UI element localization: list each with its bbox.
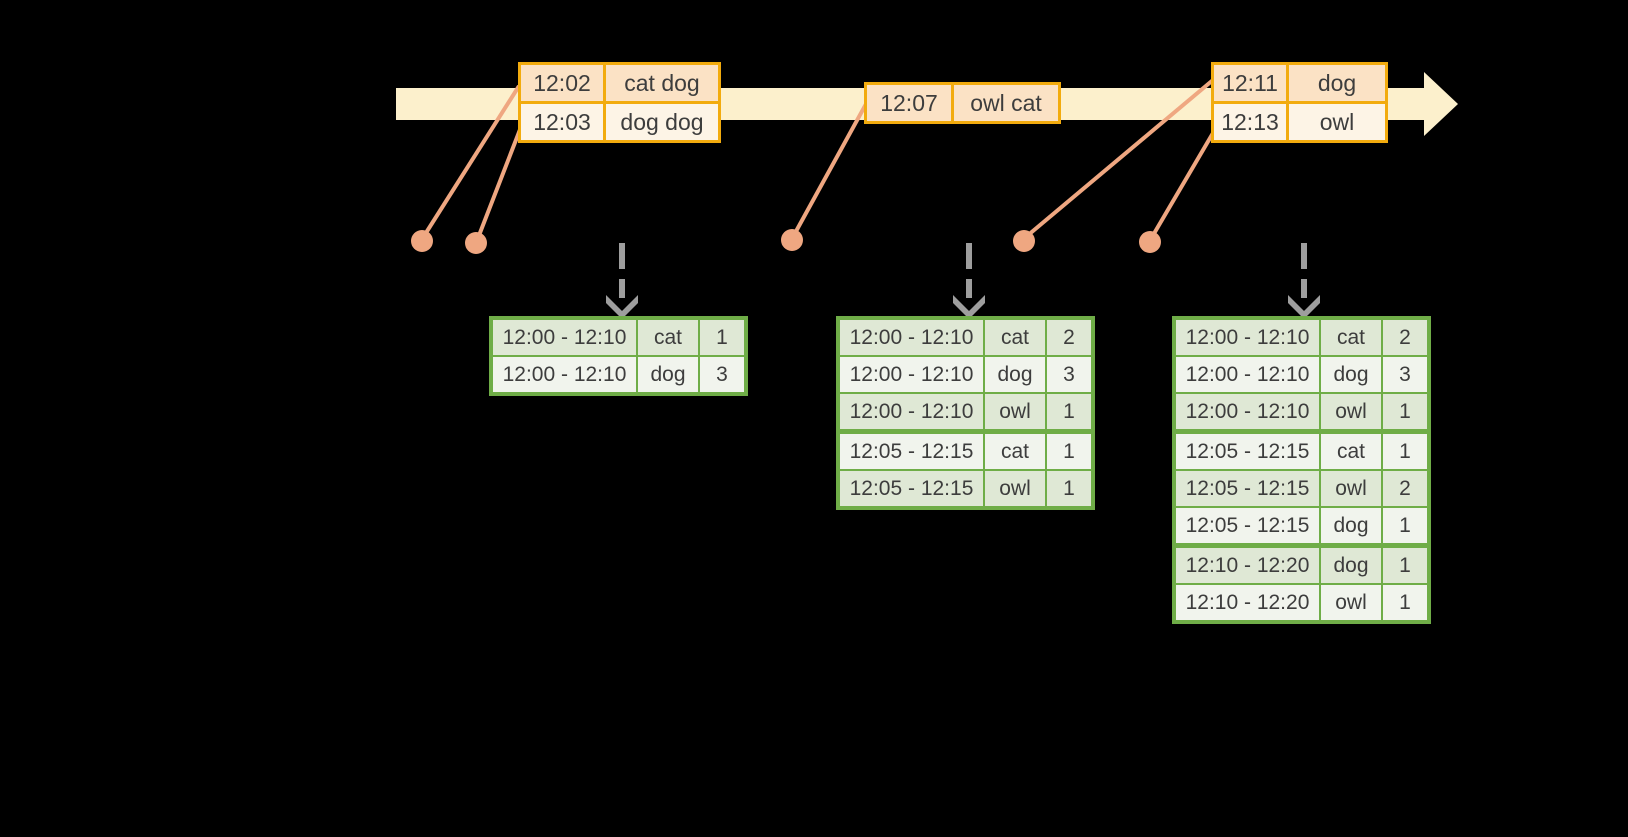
result-word-cell: cat <box>985 320 1045 355</box>
result-window-cell: 12:00 - 12:10 <box>1176 357 1319 392</box>
result-count-cell: 3 <box>700 357 744 392</box>
result-word-cell: dog <box>638 357 698 392</box>
event-connector-line <box>476 126 523 239</box>
result-word-cell: cat <box>638 320 698 355</box>
result-count-cell: 1 <box>700 320 744 355</box>
timeline-arrowhead-icon <box>1424 72 1458 136</box>
event-time-cell: 12:03 <box>521 104 603 140</box>
result-window-cell: 12:05 - 12:15 <box>840 471 983 506</box>
event-time-cell: 12:02 <box>521 65 603 101</box>
result-count-cell: 1 <box>1047 434 1091 469</box>
result-window-cell: 12:10 - 12:20 <box>1176 585 1319 620</box>
event-dot <box>781 229 803 251</box>
result-window-cell: 12:00 - 12:10 <box>1176 394 1319 429</box>
result-window-cell: 12:00 - 12:10 <box>840 320 983 355</box>
event-dot <box>1013 230 1035 252</box>
event-words-cell: owl <box>1289 104 1385 140</box>
result-window-cell: 12:00 - 12:10 <box>840 357 983 392</box>
result-word-cell: dog <box>1321 357 1381 392</box>
event-words-cell: cat dog <box>606 65 718 101</box>
result-window-cell: 12:00 - 12:10 <box>493 320 636 355</box>
result-window-cell: 12:10 - 12:20 <box>1176 548 1319 583</box>
result-count-cell: 1 <box>1383 548 1427 583</box>
event-time-cell: 12:07 <box>867 85 951 121</box>
result-word-cell: owl <box>985 471 1045 506</box>
event-words-cell: dog dog <box>606 104 718 140</box>
event-connector-line <box>792 103 868 236</box>
result-count-cell: 1 <box>1047 394 1091 429</box>
event-time-cell: 12:11 <box>1214 65 1286 101</box>
result-count-cell: 1 <box>1383 508 1427 543</box>
result-window-cell: 12:00 - 12:10 <box>840 394 983 429</box>
result-count-cell: 1 <box>1383 585 1427 620</box>
result-word-cell: owl <box>985 394 1045 429</box>
event-connector-line <box>1150 131 1215 239</box>
event-dot <box>465 232 487 254</box>
result-count-cell: 2 <box>1383 471 1427 506</box>
result-word-cell: cat <box>1321 434 1381 469</box>
event-words-cell: dog <box>1289 65 1385 101</box>
result-window-cell: 12:05 - 12:15 <box>1176 434 1319 469</box>
result-window-cell: 12:00 - 12:10 <box>1176 320 1319 355</box>
trigger-arrow <box>953 243 985 319</box>
result-window-cell: 12:00 - 12:10 <box>493 357 636 392</box>
result-count-cell: 1 <box>1047 471 1091 506</box>
result-word-cell: dog <box>985 357 1045 392</box>
event-time-cell: 12:13 <box>1214 104 1286 140</box>
trigger-arrow <box>606 243 638 319</box>
result-word-cell: owl <box>1321 471 1381 506</box>
result-word-cell: cat <box>985 434 1045 469</box>
event-dot <box>411 230 433 252</box>
event-words-cell: owl cat <box>954 85 1058 121</box>
result-count-cell: 3 <box>1047 357 1091 392</box>
result-count-cell: 3 <box>1383 357 1427 392</box>
result-count-cell: 2 <box>1047 320 1091 355</box>
result-word-cell: cat <box>1321 320 1381 355</box>
result-word-cell: owl <box>1321 394 1381 429</box>
result-count-cell: 1 <box>1383 394 1427 429</box>
result-word-cell: dog <box>1321 548 1381 583</box>
result-word-cell: dog <box>1321 508 1381 543</box>
result-window-cell: 12:05 - 12:15 <box>840 434 983 469</box>
result-window-cell: 12:05 - 12:15 <box>1176 508 1319 543</box>
trigger-arrow <box>1288 243 1320 319</box>
result-word-cell: owl <box>1321 585 1381 620</box>
result-count-cell: 1 <box>1383 434 1427 469</box>
event-dot <box>1139 231 1161 253</box>
result-count-cell: 2 <box>1383 320 1427 355</box>
result-window-cell: 12:05 - 12:15 <box>1176 471 1319 506</box>
